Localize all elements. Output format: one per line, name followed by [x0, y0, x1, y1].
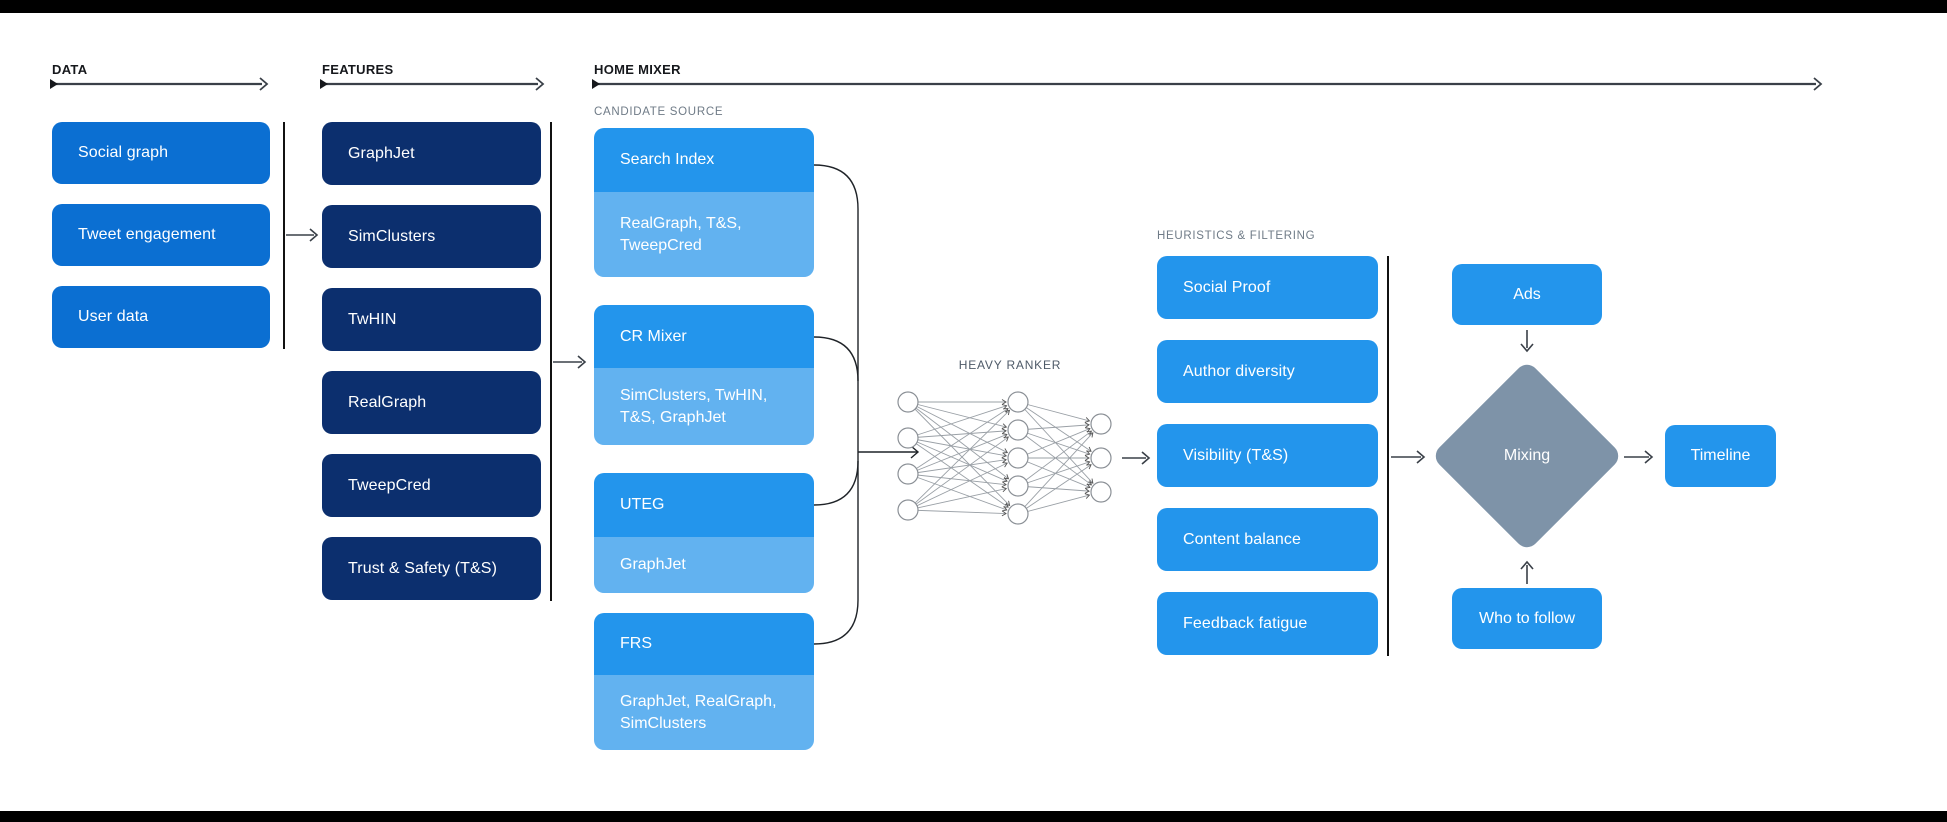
ads-box: Ads: [1452, 264, 1602, 325]
top-black-bar: [0, 0, 1947, 13]
features-section-label: FEATURES: [322, 62, 394, 77]
candidate-card-sources: GraphJet: [594, 537, 814, 593]
heavy-ranker-label: HEAVY RANKER: [958, 358, 1062, 372]
candidate-card-sources: SimClusters, TwHIN, T&S, GraphJet: [594, 368, 814, 445]
candidate-collector-curves: [813, 164, 920, 645]
feature-box-graphjet: GraphJet: [322, 122, 541, 185]
feature-box-simclusters: SimClusters: [322, 205, 541, 268]
heuristic-box-content-balance: Content balance: [1157, 508, 1378, 571]
candidate-card-uteg: UTEG GraphJet: [594, 473, 814, 593]
heuristic-box-visibility: Visibility (T&S): [1157, 424, 1378, 487]
bottom-black-bar: [0, 811, 1947, 822]
feature-box-realgraph: RealGraph: [322, 371, 541, 434]
candidate-card-sources: GraphJet, RealGraph, SimClusters: [594, 675, 814, 750]
data-box-social-graph: Social graph: [52, 122, 270, 184]
flow-arrows: [286, 228, 1654, 584]
candidate-card-title: Search Index: [594, 128, 814, 192]
heuristic-box-social-proof: Social Proof: [1157, 256, 1378, 319]
divider-lines: [283, 122, 1389, 656]
heuristic-box-author-diversity: Author diversity: [1157, 340, 1378, 403]
feature-box-tweepcred: TweepCred: [322, 454, 541, 517]
candidate-card-sources: RealGraph, T&S, TweepCred: [594, 192, 814, 277]
section-arrow-start-markers: [50, 79, 600, 89]
feature-box-twhin: TwHIN: [322, 288, 541, 351]
candidate-card-title: FRS: [594, 613, 814, 675]
mixing-diamond-label: Mixing: [1503, 447, 1551, 464]
candidate-card-search-index: Search Index RealGraph, T&S, TweepCred: [594, 128, 814, 277]
candidate-card-cr-mixer: CR Mixer SimClusters, TwHIN, T&S, GraphJ…: [594, 305, 814, 445]
candidate-source-label: CANDIDATE SOURCE: [594, 106, 724, 118]
neural-network-nodes: [897, 391, 1112, 525]
feature-box-trust-safety: Trust & Safety (T&S): [322, 537, 541, 600]
candidate-card-title: CR Mixer: [594, 305, 814, 368]
candidate-card-title: UTEG: [594, 473, 814, 537]
data-box-user-data: User data: [52, 286, 270, 348]
data-section-label: DATA: [52, 62, 88, 77]
timeline-box: Timeline: [1665, 425, 1776, 487]
who-to-follow-box: Who to follow: [1452, 588, 1602, 649]
heuristics-filtering-label: HEURISTICS & FILTERING: [1157, 230, 1316, 242]
section-arrow-heads: [259, 77, 1823, 91]
neural-network-edges: [907, 399, 1094, 517]
home-mixer-section-label: HOME MIXER: [594, 62, 681, 77]
heuristic-box-feedback-fatigue: Feedback fatigue: [1157, 592, 1378, 655]
data-box-tweet-engagement: Tweet engagement: [52, 204, 270, 266]
candidate-card-frs: FRS GraphJet, RealGraph, SimClusters: [594, 613, 814, 750]
